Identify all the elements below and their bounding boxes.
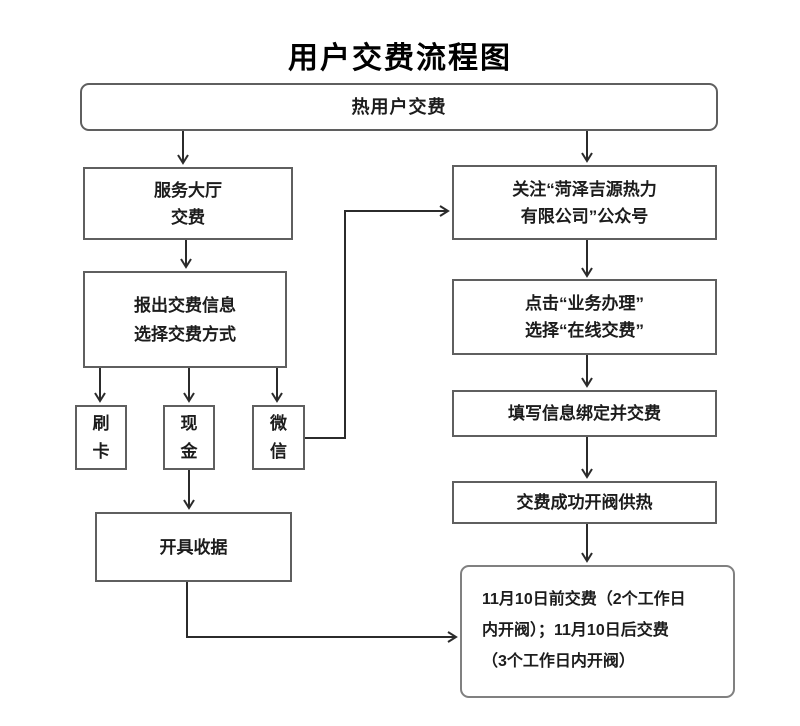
node-label-line: 交费 [171,207,205,227]
node-label-line: 内开阀）；11月10日后交费 [482,622,669,639]
node-label-line: 关注“菏泽吉源热力 [512,179,657,199]
node-label-line: 报出交费信息 [134,295,236,315]
node-fill-info-bind-pay: 填写信息绑定并交费 [452,390,717,437]
arrow-wechat-to-follow [305,205,450,439]
node-label-line: 刷 [92,413,110,433]
node-label: 交费成功开阀供热 [516,493,653,512]
node-issue-receipt: 开具收据 [95,512,292,582]
node-service-hall: 服务大厅 交费 [83,167,293,240]
node-cash: 现 金 [163,405,215,470]
node-label: 填写信息绑定并交费 [508,404,661,423]
node-payment-success-open-valve: 交费成功开阀供热 [452,481,717,524]
node-wechat: 微 信 [252,405,305,470]
node-valve-opening-note: 11月10日前交费（2个工作日 内开阀）；11月10日后交费 （3个工作日内开阀… [460,565,735,698]
node-label-line: 11月10日前交费（2个工作日 [482,591,686,608]
node-label: 热用户交费 [351,96,447,117]
node-label-line: 现 [180,413,198,433]
node-hot-user-payment: 热用户交费 [80,83,718,131]
node-label-line: 选择“在线交费” [525,321,644,340]
page-title: 用户交费流程图 [288,42,512,75]
node-label-line: 金 [180,441,198,461]
node-label-line: 信 [270,441,287,461]
arrow-receipt-to-note [186,582,458,643]
node-label-line: 服务大厅 [154,180,222,200]
node-swipe-card: 刷 卡 [75,405,127,470]
node-report-payment-info: 报出交费信息 选择交费方式 [83,271,287,368]
node-label-line: 有限公司”公众号 [520,206,649,226]
node-follow-official-account: 关注“菏泽吉源热力 有限公司”公众号 [452,165,717,240]
node-label: 开具收据 [159,537,228,557]
node-label-line: 卡 [92,441,110,461]
node-label-line: 微 [270,413,287,433]
node-label-line: （3个工作日内开阀） [482,653,635,670]
node-click-online-payment: 点击“业务办理” 选择“在线交费” [452,279,717,355]
node-label-line: 点击“业务办理” [525,294,644,313]
node-label-line: 选择交费方式 [134,324,236,344]
